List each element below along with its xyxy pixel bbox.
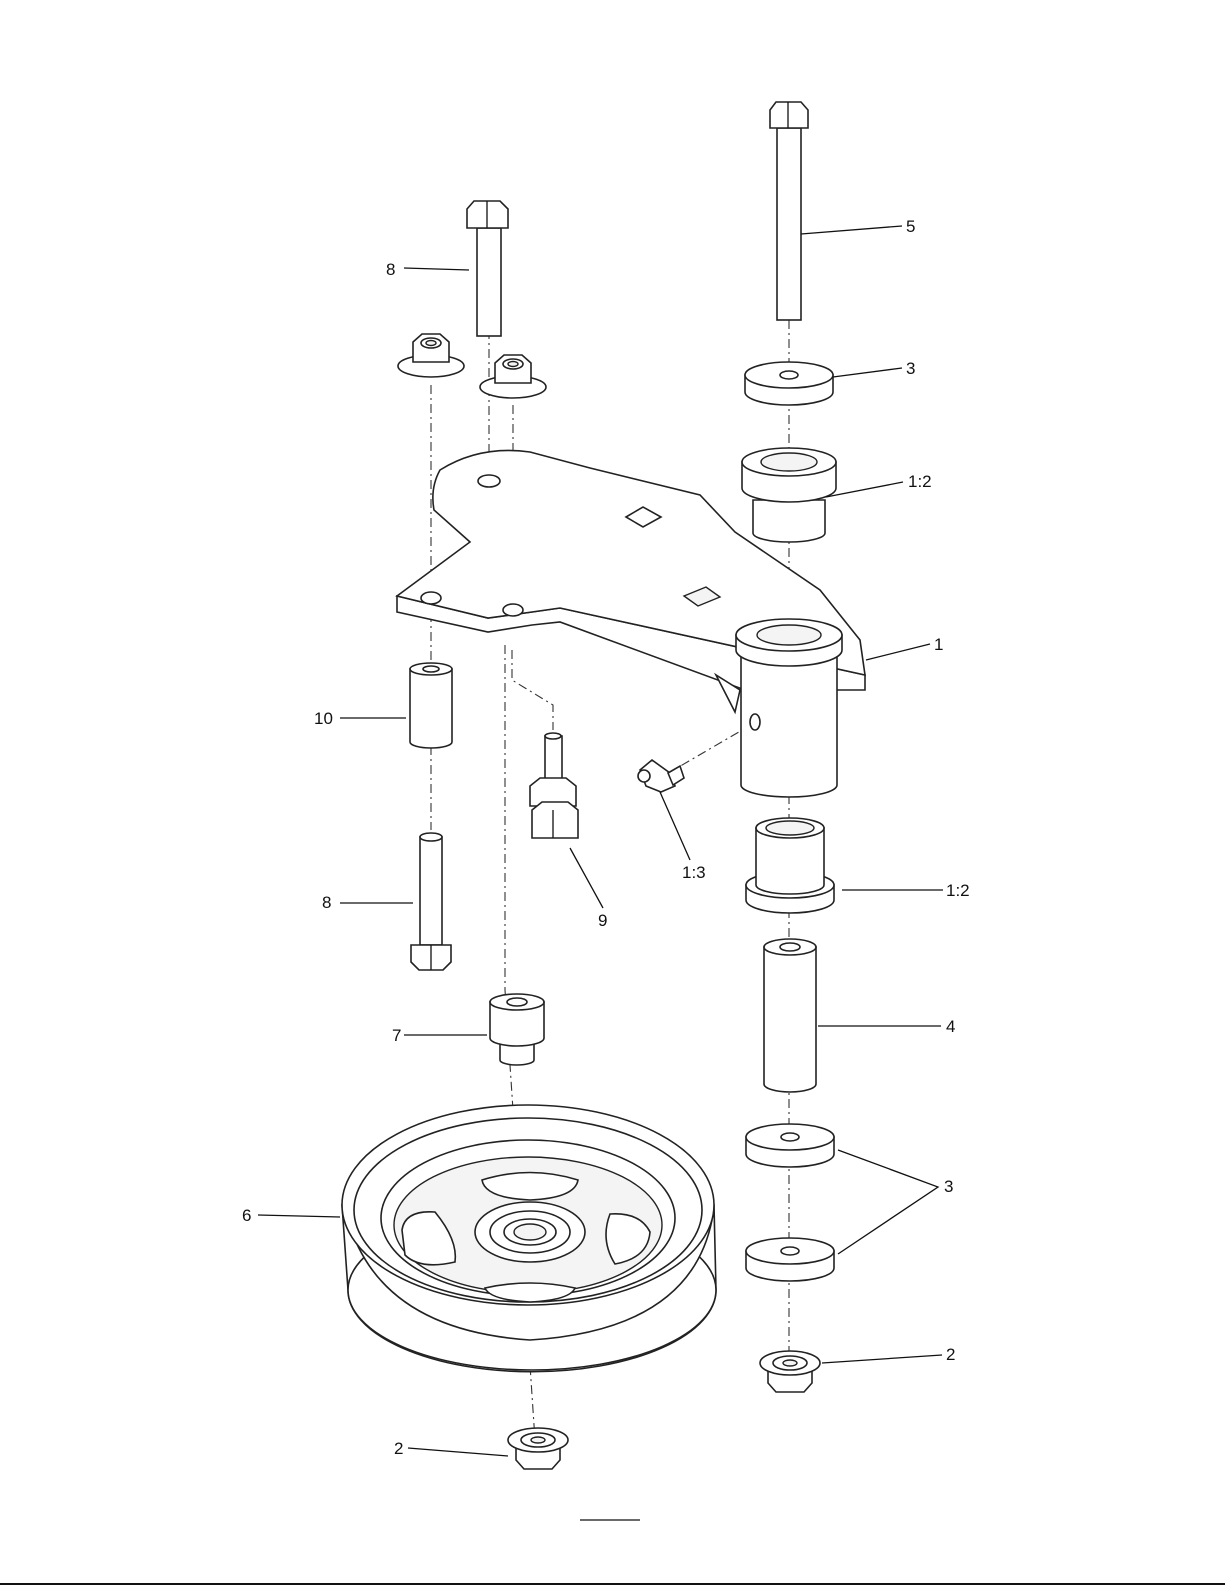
pulley-6 [342, 1105, 716, 1372]
callout-2-bottom: 2 [394, 1439, 403, 1458]
callout-6: 6 [242, 1206, 251, 1225]
callout-10: 10 [314, 709, 333, 728]
callout-7: 7 [392, 1026, 401, 1045]
washer-3-bottom [746, 1238, 834, 1281]
bolt-8-upper [467, 201, 508, 336]
nut-2-right [760, 1351, 820, 1392]
callout-5: 5 [906, 217, 915, 236]
callout-1-2-lower: 1:2 [946, 881, 970, 900]
spacer-7 [490, 994, 544, 1065]
spacer-4 [764, 939, 816, 1092]
callout-1-2-upper: 1:2 [908, 472, 932, 491]
callout-9: 9 [598, 911, 607, 930]
flange-nut-right [480, 355, 546, 398]
callout-8-upper: 8 [386, 260, 395, 279]
flange-nut-left [398, 334, 464, 377]
callout-2-right: 2 [946, 1345, 955, 1364]
callout-8-lower: 8 [322, 893, 331, 912]
bushing-1-2-lower [746, 818, 834, 913]
bushing-1-2-upper [742, 448, 836, 542]
washer-3-top [745, 362, 833, 405]
nut-2-bottom [508, 1428, 568, 1469]
callout-3-top: 3 [906, 359, 915, 378]
bolt-5 [770, 102, 808, 320]
callout-1-3: 1:3 [682, 863, 706, 882]
spacer-10 [410, 663, 452, 748]
callout-1: 1 [934, 635, 943, 654]
washer-3-middle [746, 1124, 834, 1167]
stud-9 [530, 733, 578, 838]
grease-fitting-1-3 [638, 760, 684, 792]
callout-4: 4 [946, 1017, 955, 1036]
bolt-8-lower [411, 833, 451, 970]
callout-3-lower: 3 [944, 1177, 953, 1196]
